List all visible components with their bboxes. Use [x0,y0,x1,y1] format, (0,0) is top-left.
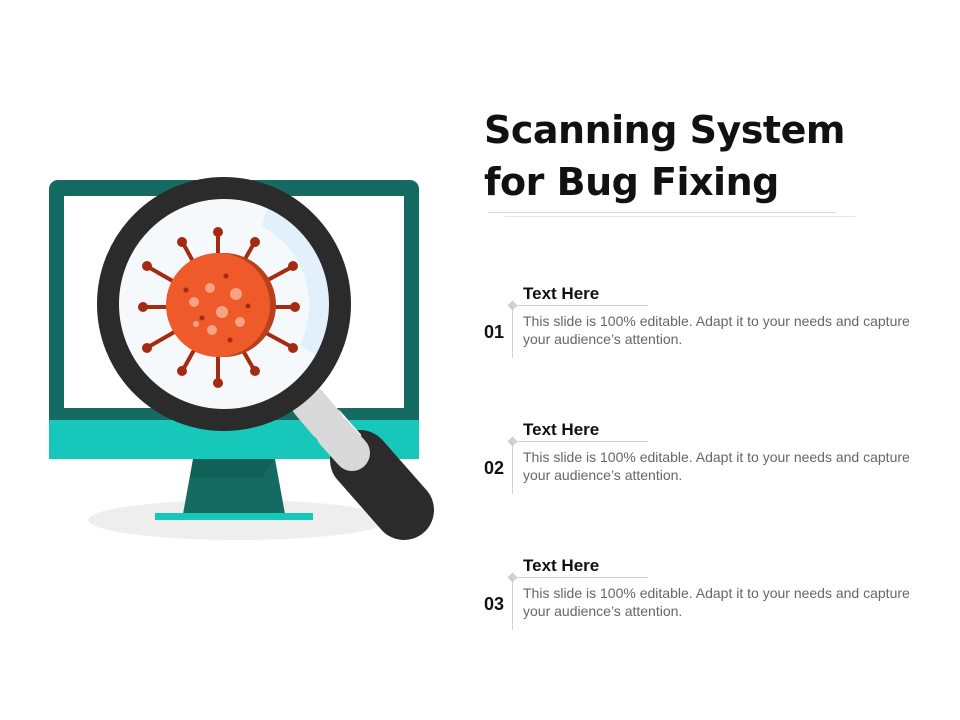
item-number: 02 [484,458,505,478]
title-divider-secondary [505,216,855,217]
item-marker [507,572,518,583]
list-item: 01 Text Here This slide is 100% editable… [484,284,924,394]
virus-icon [138,227,300,388]
item-number: 03 [484,594,505,614]
item-connector [512,442,513,494]
item-marker [507,436,518,447]
item-underline [512,577,648,578]
item-description: This slide is 100% editable. Adapt it to… [523,313,910,347]
title-line-1: Scanning System [484,108,845,152]
item-connector [512,306,513,358]
list-item: 03 Text Here This slide is 100% editable… [484,556,924,666]
scanning-illustration [49,177,434,540]
item-heading: Text Here [523,284,600,303]
item-connector [512,578,513,630]
title-line-2: for Bug Fixing [484,160,779,204]
item-underline [512,441,648,442]
title-divider [488,212,836,213]
list-item: 02 Text Here This slide is 100% editable… [484,420,924,530]
item-heading: Text Here [523,420,600,439]
item-heading: Text Here [523,556,600,575]
page-title: Scanning System for Bug Fixing [484,104,924,208]
item-underline [512,305,648,306]
item-description: This slide is 100% editable. Adapt it to… [523,449,910,483]
item-number: 01 [484,322,505,342]
item-description: This slide is 100% editable. Adapt it to… [523,585,910,619]
item-marker [507,300,518,311]
